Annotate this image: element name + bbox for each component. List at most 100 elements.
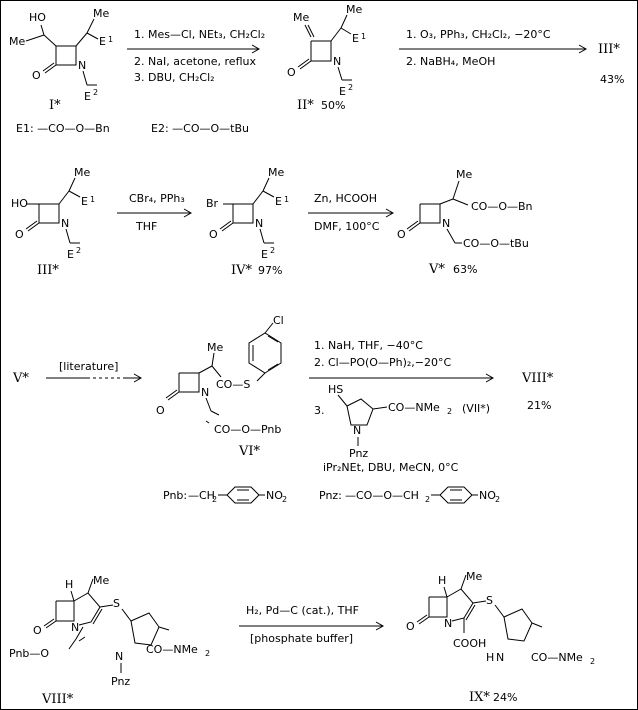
atom-Me-2: Me xyxy=(93,7,109,20)
label-IX: IX* xyxy=(469,690,490,705)
compound-III: HO O N Me E 1 E 2 III* xyxy=(11,166,95,278)
label-III: III* xyxy=(37,263,59,278)
atom-CONMe2-IX: CO—NMe xyxy=(531,651,583,664)
atom-CONMe2-VIII: CO—NMe xyxy=(146,643,198,656)
atom-Me-V: Me xyxy=(456,168,472,181)
label-V: V* xyxy=(428,262,445,277)
atom-E2-III: E xyxy=(67,248,74,261)
pnb-no2-sub: 2 xyxy=(282,495,287,504)
step3-line1: CBr₄, PPh₃ xyxy=(129,192,185,205)
atom-Me-III: Me xyxy=(74,166,90,179)
atom-N-III: N xyxy=(61,217,69,230)
atom-N-VI: N xyxy=(201,386,209,399)
compound-V: O N Me CO—O—Bn CO—O—tBu V* 63% xyxy=(397,168,533,277)
step1-line3: 3. DBU, CH₂Cl₂ xyxy=(134,71,215,84)
atom-S-VIII: S xyxy=(113,597,120,610)
atom-COOPnb: CO—O—Pnb xyxy=(214,423,281,436)
yield-II: 50% xyxy=(321,99,345,112)
step7-line2: [phosphate buffer] xyxy=(250,632,353,645)
atom-N-IX: N xyxy=(444,617,452,630)
atom-N-II: N xyxy=(333,55,341,68)
atom-E2-index: 2 xyxy=(93,88,98,97)
compound-II: Me O N Me E 1 E 2 II* 50% xyxy=(287,3,366,113)
atom-Pnz-VII: Pnz xyxy=(349,447,368,460)
atom-N-VIII: N xyxy=(71,621,79,634)
atom-Br: Br xyxy=(206,197,219,210)
label-III-target: III* xyxy=(598,42,620,57)
atom-N-V: N xyxy=(442,217,450,230)
step2-line1: 1. O₃, PPh₃, CH₂Cl₂, −20°C xyxy=(406,28,551,41)
atom-HO-III: HO xyxy=(11,197,28,210)
label-VII: (VII*) xyxy=(462,402,490,415)
atom-E-IV: E xyxy=(275,195,282,208)
label-II: II* xyxy=(297,98,314,113)
compound-VII: HS CO—NMe 2 N Pnz (VII*) xyxy=(328,383,490,460)
step6-line1: 1. NaH, THF, −40°C xyxy=(314,339,423,352)
step1-line2: 2. NaI, acetone, reflux xyxy=(134,55,256,68)
atom-PnbO: Pnb—O xyxy=(9,647,49,660)
compound-VIII: H O N Me S CO—NMe 2 N Pnz Pnb—O VIII* xyxy=(9,574,210,707)
atom-E-II: E xyxy=(352,32,359,45)
label-IV: IV* xyxy=(231,263,253,278)
atom-E2-II-index: 2 xyxy=(348,83,353,92)
step1-line1: 1. Mes—Cl, NEt₃, CH₂Cl₂ xyxy=(134,28,265,41)
step3-line2: THF xyxy=(135,220,157,233)
atom-O-IX: O xyxy=(406,620,415,633)
atom-HS: HS xyxy=(328,383,343,396)
pnz-no2-sub: 2 xyxy=(495,495,500,504)
atom-N: N xyxy=(78,59,86,72)
yield-VIII: 21% xyxy=(527,399,551,412)
step4-line2: DMF, 100°C xyxy=(314,220,380,233)
step6-line3: 3. xyxy=(314,404,325,417)
atom-S-IX: S xyxy=(486,594,493,607)
atom-E-II-index: 1 xyxy=(361,32,366,41)
step7-line1: H₂, Pd—C (cat.), THF xyxy=(246,604,359,617)
atom-CONMe2-IX-sub: 2 xyxy=(590,657,595,666)
pnb-chain: —CH xyxy=(188,489,215,502)
atom-O-VI: O xyxy=(156,404,165,417)
atom-O-III: O xyxy=(15,228,24,241)
step4-line1: Zn, HCOOH xyxy=(314,192,377,205)
atom-E2-III-index: 2 xyxy=(76,246,81,255)
atom-HO: HO xyxy=(29,11,46,24)
step6-line2: 2. Cl—PO(O—Ph)₂,−20°C xyxy=(314,356,451,369)
atom-H-of-NH-IX: H xyxy=(486,651,494,664)
atom-E2-IV-index: 2 xyxy=(270,246,275,255)
label-VIII: VIII* xyxy=(41,692,74,707)
yield-V: 63% xyxy=(453,263,477,276)
pnb-no2: NO xyxy=(266,489,283,502)
atom-O: O xyxy=(32,69,41,82)
atom-O-VIII: O xyxy=(33,624,42,637)
atom-Me-II-2: Me xyxy=(346,3,362,16)
atom-Cl: Cl xyxy=(273,314,284,327)
atom-CONMe2-VII: CO—NMe xyxy=(388,401,440,414)
atom-COOBn: CO—O—Bn xyxy=(471,200,533,213)
definition-E2: E2: —CO—O—tBu xyxy=(151,122,249,135)
atom-COS: CO—S xyxy=(216,378,250,391)
definition-Pnb: Pnb: —CH 2 NO 2 xyxy=(163,486,287,504)
label-VIII-target: VIII* xyxy=(521,371,554,386)
label-I: I* xyxy=(49,98,61,113)
atom-COOH: COOH xyxy=(453,637,486,650)
atom-COOtBu: CO—O—tBu xyxy=(463,237,529,250)
atom-CONMe2-VII-sub: 2 xyxy=(447,407,452,416)
atom-E-IV-index: 1 xyxy=(284,195,289,204)
pnz-chain: —CO—O—CH xyxy=(345,489,419,502)
pnb-chain-sub: 2 xyxy=(212,495,217,504)
pnz-chain-sub: 2 xyxy=(425,495,430,504)
definition-Pnz: Pnz: —CO—O—CH 2 NO 2 xyxy=(319,486,500,504)
step6-line4: iPr₂NEt, DBU, MeCN, 0°C xyxy=(323,461,459,474)
pnz-no2: NO xyxy=(479,489,496,502)
compound-I: HO Me O N Me E 1 E 2 I* xyxy=(9,7,113,113)
atom-O-IV: O xyxy=(209,228,218,241)
step2-line2: 2. NaBH₄, MeOH xyxy=(406,55,495,68)
atom-Me-IX: Me xyxy=(466,570,482,583)
atom-Me-VIII: Me xyxy=(93,574,109,587)
atom-Me-II: Me xyxy=(293,11,309,24)
atom-E-index: 1 xyxy=(108,35,113,44)
atom-E-III-index: 1 xyxy=(90,195,95,204)
atom-O-V: O xyxy=(397,228,406,241)
atom-N-VIII-2: N xyxy=(115,650,123,663)
